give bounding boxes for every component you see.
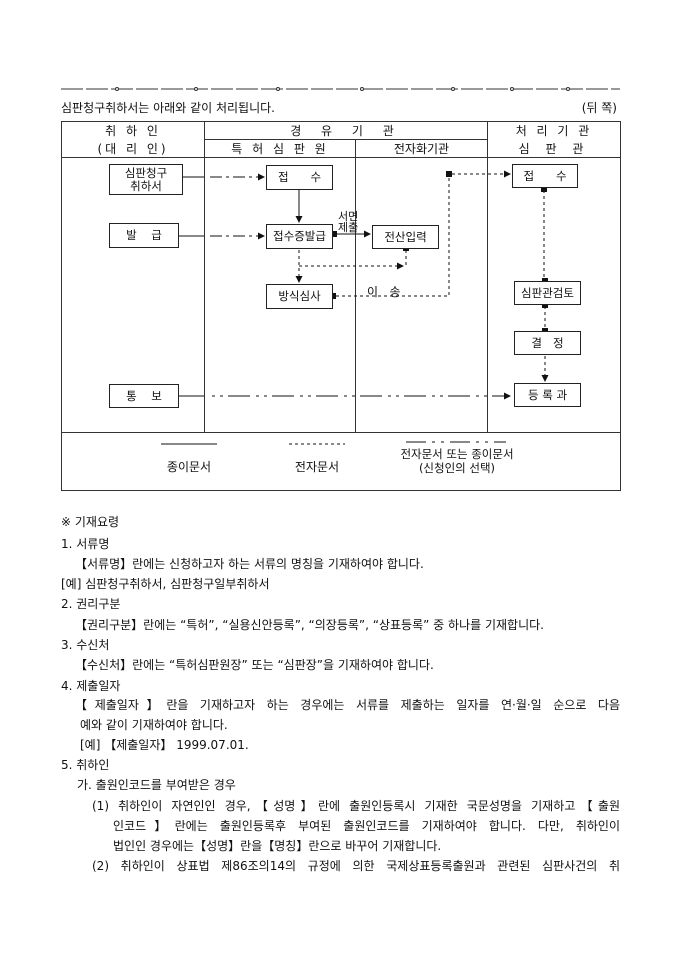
box-receipt-issue: 접수증발급 xyxy=(266,224,333,249)
page-side-label: (뒤 쪽) xyxy=(581,101,617,115)
box-receive-judge: 접 수 xyxy=(512,164,578,188)
box-withdrawal-doc: 심판청구 취하서 xyxy=(109,164,183,195)
label: 서면 xyxy=(338,210,359,223)
box-data-entry: 전산입력 xyxy=(372,225,439,249)
arrow-transfer xyxy=(336,174,450,297)
text: 【권리구분】란에는 “특허”, “실용신안등록”, “의장등록”, “상표등록”… xyxy=(75,618,544,632)
header-tribunal: 특 허 심 판 원 xyxy=(231,141,329,156)
header-digitizer: 전자화기관 xyxy=(393,141,450,156)
heading-withdrawer: 5. 취하인 xyxy=(61,758,110,772)
text: 법인인 경우에는【성명】란을【명칭】란으로 바꾸어 기재합니다. xyxy=(113,839,442,853)
box-decision: 결 정 xyxy=(514,331,581,355)
box-formal-review: 방식심사 xyxy=(266,284,333,309)
legend-either-note: (신청인의 선택) xyxy=(418,461,496,475)
connector-squares xyxy=(331,171,548,333)
text: (2) 취하인이 상표법 제86조의14의 규정에 의한 국제상표등록출원과 관… xyxy=(92,859,620,873)
text: 예와 같이 기재하여야 합니다. xyxy=(80,718,228,732)
label: 심판청구 xyxy=(124,165,168,180)
legend-electronic: 전자문서 xyxy=(294,460,340,474)
flow-table-frame xyxy=(61,121,621,491)
heading-submit-date: 4. 제출일자 xyxy=(61,679,121,693)
written-submit-label: 서면 제출 xyxy=(338,211,358,233)
transfer-label: 이 송 xyxy=(367,285,401,299)
legend-paper: 종이문서 xyxy=(166,460,212,474)
text: 【수신처】란에는 “특허심판원장” 또는 “심판장”을 기재하여야 합니다. xyxy=(75,658,434,672)
label: 제출 xyxy=(338,221,359,234)
header-agent: (대 리 인) xyxy=(97,141,169,156)
header-processor: 처 리 기 관 xyxy=(515,123,593,138)
header-judge: 심 판 관 xyxy=(518,141,590,156)
box-receive-tribunal: 접 수 xyxy=(266,165,333,190)
intro-text: 심판청구취하서는 아래와 같이 처리됩니다. xyxy=(61,101,275,115)
heading-doc-name: 1. 서류명 xyxy=(61,537,110,551)
subheading: 가. 출원인코드를 부여받은 경우 xyxy=(77,778,236,792)
box-judge-review: 심판관검토 xyxy=(514,281,581,305)
legend-either: 전자문서 또는 종이문서 xyxy=(400,447,514,461)
box-issue: 발 급 xyxy=(109,223,179,248)
heading-recipient: 3. 수신처 xyxy=(61,638,110,652)
header-intermediary: 경 유 기 관 xyxy=(290,123,402,138)
text: 【제출일자】란을 기재하고자 하는 경우에는 서류를 제출하는 일자를 연·월·… xyxy=(75,698,620,712)
example: [예] 【제출일자】 1999.07.01. xyxy=(80,738,249,752)
text: 인코드】란에는 출원인등록후 부여된 출원인코드를 기재하여야 합니다. 다만,… xyxy=(113,819,620,833)
heading-right-type: 2. 권리구분 xyxy=(61,597,121,611)
example: [예] 심판청구취하서, 심판청구일부취하서 xyxy=(61,577,270,591)
text: (1) 취하인이 자연인인 경우,【성명】란에 출원인등록시 기재한 국문성명을… xyxy=(92,799,620,813)
box-registry: 등 록 과 xyxy=(514,383,581,407)
text: 【서류명】란에는 신청하고자 하는 서류의 명칭을 기재하여야 합니다. xyxy=(75,557,424,571)
box-notify: 통 보 xyxy=(109,384,179,408)
label: 취하서 xyxy=(130,178,162,193)
header-withdrawer: 취 하 인 xyxy=(105,123,161,138)
instructions-title: ※ 기재요령 xyxy=(61,515,120,529)
